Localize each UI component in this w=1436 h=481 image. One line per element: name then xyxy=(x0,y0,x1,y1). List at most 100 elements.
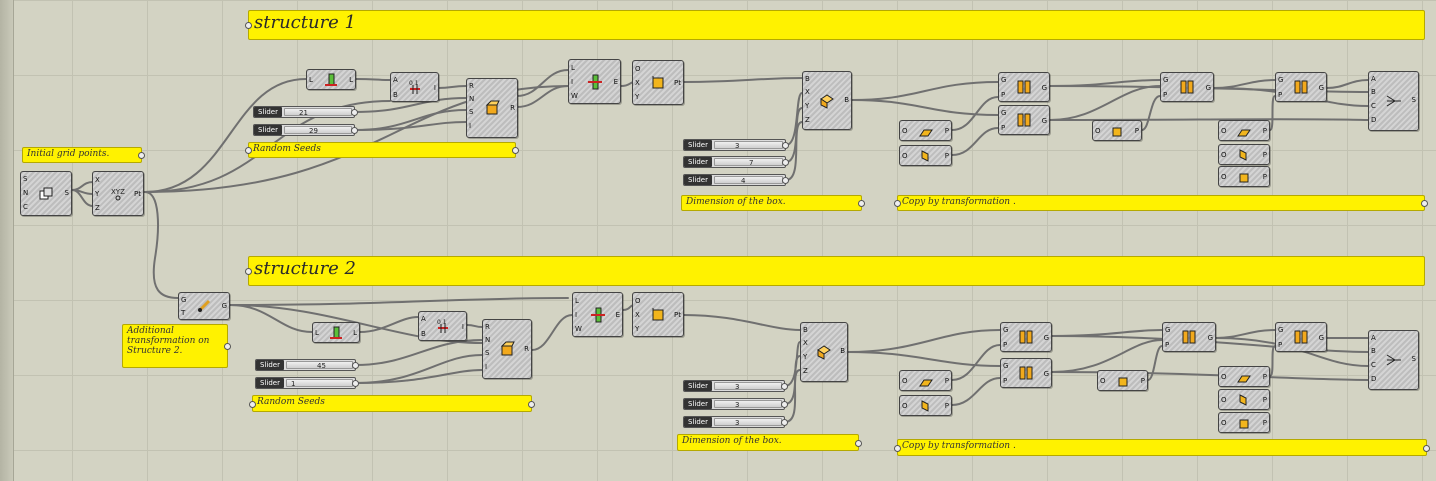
panel-output-grip[interactable] xyxy=(858,200,865,207)
merge-component[interactable]: A B C D S xyxy=(1368,330,1419,390)
structure-1-heading[interactable]: structure 1 xyxy=(245,10,1425,40)
slider-output-grip[interactable] xyxy=(352,362,359,369)
port-label: X xyxy=(805,88,810,96)
slider-track[interactable]: 3 xyxy=(714,141,783,150)
panel-output-grip[interactable] xyxy=(512,147,519,154)
slider-output-grip[interactable] xyxy=(351,127,358,134)
slider-output-grip[interactable] xyxy=(782,177,789,184)
slider-output-grip[interactable] xyxy=(782,159,789,166)
dispatch-component[interactable]: L I W E xyxy=(568,59,621,104)
port-label: Y xyxy=(805,102,810,110)
xy-plane-component[interactable]: O X Y Pt xyxy=(632,292,684,337)
orient-component[interactable]: G P G xyxy=(998,105,1050,135)
panel-input-grip[interactable] xyxy=(245,268,252,275)
structure-2-heading[interactable]: structure 2 xyxy=(245,256,1425,286)
slider-output-grip[interactable] xyxy=(352,380,359,387)
slider-output-grip[interactable] xyxy=(781,419,788,426)
slider-value: 3 xyxy=(735,401,740,409)
dispatch-component[interactable]: L I W E xyxy=(572,292,623,337)
yz-plane-input[interactable]: O P xyxy=(899,395,952,416)
panel-input-grip[interactable] xyxy=(245,22,252,29)
orient-component[interactable]: G P G xyxy=(1160,72,1214,102)
deconstruct-point-component[interactable]: X Y Z Pt XYZ xyxy=(92,171,144,216)
xy-plane-input[interactable]: O P xyxy=(899,120,952,141)
slider-track[interactable]: 29 xyxy=(284,126,352,135)
panel-input-grip[interactable] xyxy=(245,147,252,154)
center-box-component[interactable]: B X Y Z B xyxy=(800,322,848,382)
panel-output-grip[interactable] xyxy=(1421,200,1428,207)
note-copy-2[interactable]: Copy by transformation . xyxy=(894,439,1430,456)
slider-output-grip[interactable] xyxy=(782,142,789,149)
slider-output-grip[interactable] xyxy=(351,109,358,116)
slider-track[interactable]: 7 xyxy=(714,158,783,167)
center-box-component[interactable]: B X Y Z B xyxy=(802,71,852,130)
note-copy-1[interactable]: Copy by transformation . xyxy=(894,195,1428,211)
merge-component[interactable]: A B C D S xyxy=(1368,71,1419,131)
port-label: A xyxy=(1371,334,1376,342)
yz-plane-input[interactable]: O P xyxy=(1218,144,1270,165)
port-label: P xyxy=(944,377,949,385)
note-dimension-2[interactable]: Dimension of the box. xyxy=(677,434,862,451)
slider-output-grip[interactable] xyxy=(781,401,788,408)
panel-input-grip[interactable] xyxy=(249,400,256,408)
panel-output-grip[interactable] xyxy=(138,152,145,159)
note-initial-grid[interactable]: Initial grid points. xyxy=(22,147,145,163)
note-random-seeds-2[interactable]: Random Seeds xyxy=(249,395,535,412)
orient-component[interactable]: G P G xyxy=(1162,322,1216,352)
xz-plane-input[interactable]: O P xyxy=(1218,166,1270,187)
xz-plane-input[interactable]: O P xyxy=(1218,412,1270,433)
note-additional-transform[interactable]: Additional transformation on Structure 2… xyxy=(122,324,231,368)
orient-component[interactable]: G P G xyxy=(1275,322,1327,352)
series-component[interactable]: A B I 0 1 xyxy=(418,311,467,341)
series-component[interactable]: A B I 0 1 xyxy=(390,72,439,102)
grid-icon xyxy=(39,187,53,199)
orient-component[interactable]: G P G xyxy=(1000,322,1052,352)
random-reduce-component[interactable]: R N S I R xyxy=(466,78,518,138)
panel-output-grip[interactable] xyxy=(1423,444,1430,452)
panel-output-grip[interactable] xyxy=(855,439,862,447)
transform-component[interactable]: G T G xyxy=(178,292,230,320)
note-text: Additional transformation on Structure 2… xyxy=(127,326,210,356)
yz-plane-input[interactable]: O P xyxy=(899,145,952,166)
box-icon xyxy=(820,93,834,109)
random-reduce-component[interactable]: R N S I R xyxy=(482,319,532,379)
orient-component[interactable]: G P G xyxy=(1275,72,1327,102)
panel-output-grip[interactable] xyxy=(224,343,231,350)
xz-plane-input[interactable]: O P xyxy=(1092,120,1142,141)
slider-track[interactable]: 45 xyxy=(286,361,353,370)
slider-output-grip[interactable] xyxy=(781,383,788,390)
xy-plane-input[interactable]: O P xyxy=(899,370,952,391)
note-dimension-1[interactable]: Dimension of the box. xyxy=(681,195,865,211)
orient-component[interactable]: G P G xyxy=(1000,358,1052,388)
list-length-component[interactable]: L L xyxy=(312,322,360,343)
yz-plane-input[interactable]: O P xyxy=(1218,389,1270,410)
slider-track[interactable]: 3 xyxy=(714,382,782,391)
xy-plane-input[interactable]: O P xyxy=(1218,366,1270,387)
square-grid-component[interactable]: S N C S xyxy=(20,171,72,216)
panel-input-grip[interactable] xyxy=(894,200,901,207)
panel-output-grip[interactable] xyxy=(528,400,535,408)
xz-plane-input[interactable]: O P xyxy=(1097,370,1148,391)
slider-track[interactable]: 1 xyxy=(286,379,353,388)
orient-component[interactable]: G P G xyxy=(998,72,1050,102)
slider-track[interactable]: 3 xyxy=(714,400,782,409)
slider-track[interactable]: 3 xyxy=(714,418,782,427)
slider-track[interactable]: 4 xyxy=(714,176,783,185)
list-length-component[interactable]: L L xyxy=(306,69,356,90)
port-label: P xyxy=(1262,419,1267,427)
slider-track[interactable]: 21 xyxy=(284,108,352,117)
xy-plane-input[interactable]: O P xyxy=(1218,120,1270,141)
note-random-seeds-1[interactable]: Random Seeds xyxy=(245,142,519,158)
xy-plane-component[interactable]: O X Y Pt xyxy=(632,60,684,105)
panel-input-grip[interactable] xyxy=(894,444,901,452)
